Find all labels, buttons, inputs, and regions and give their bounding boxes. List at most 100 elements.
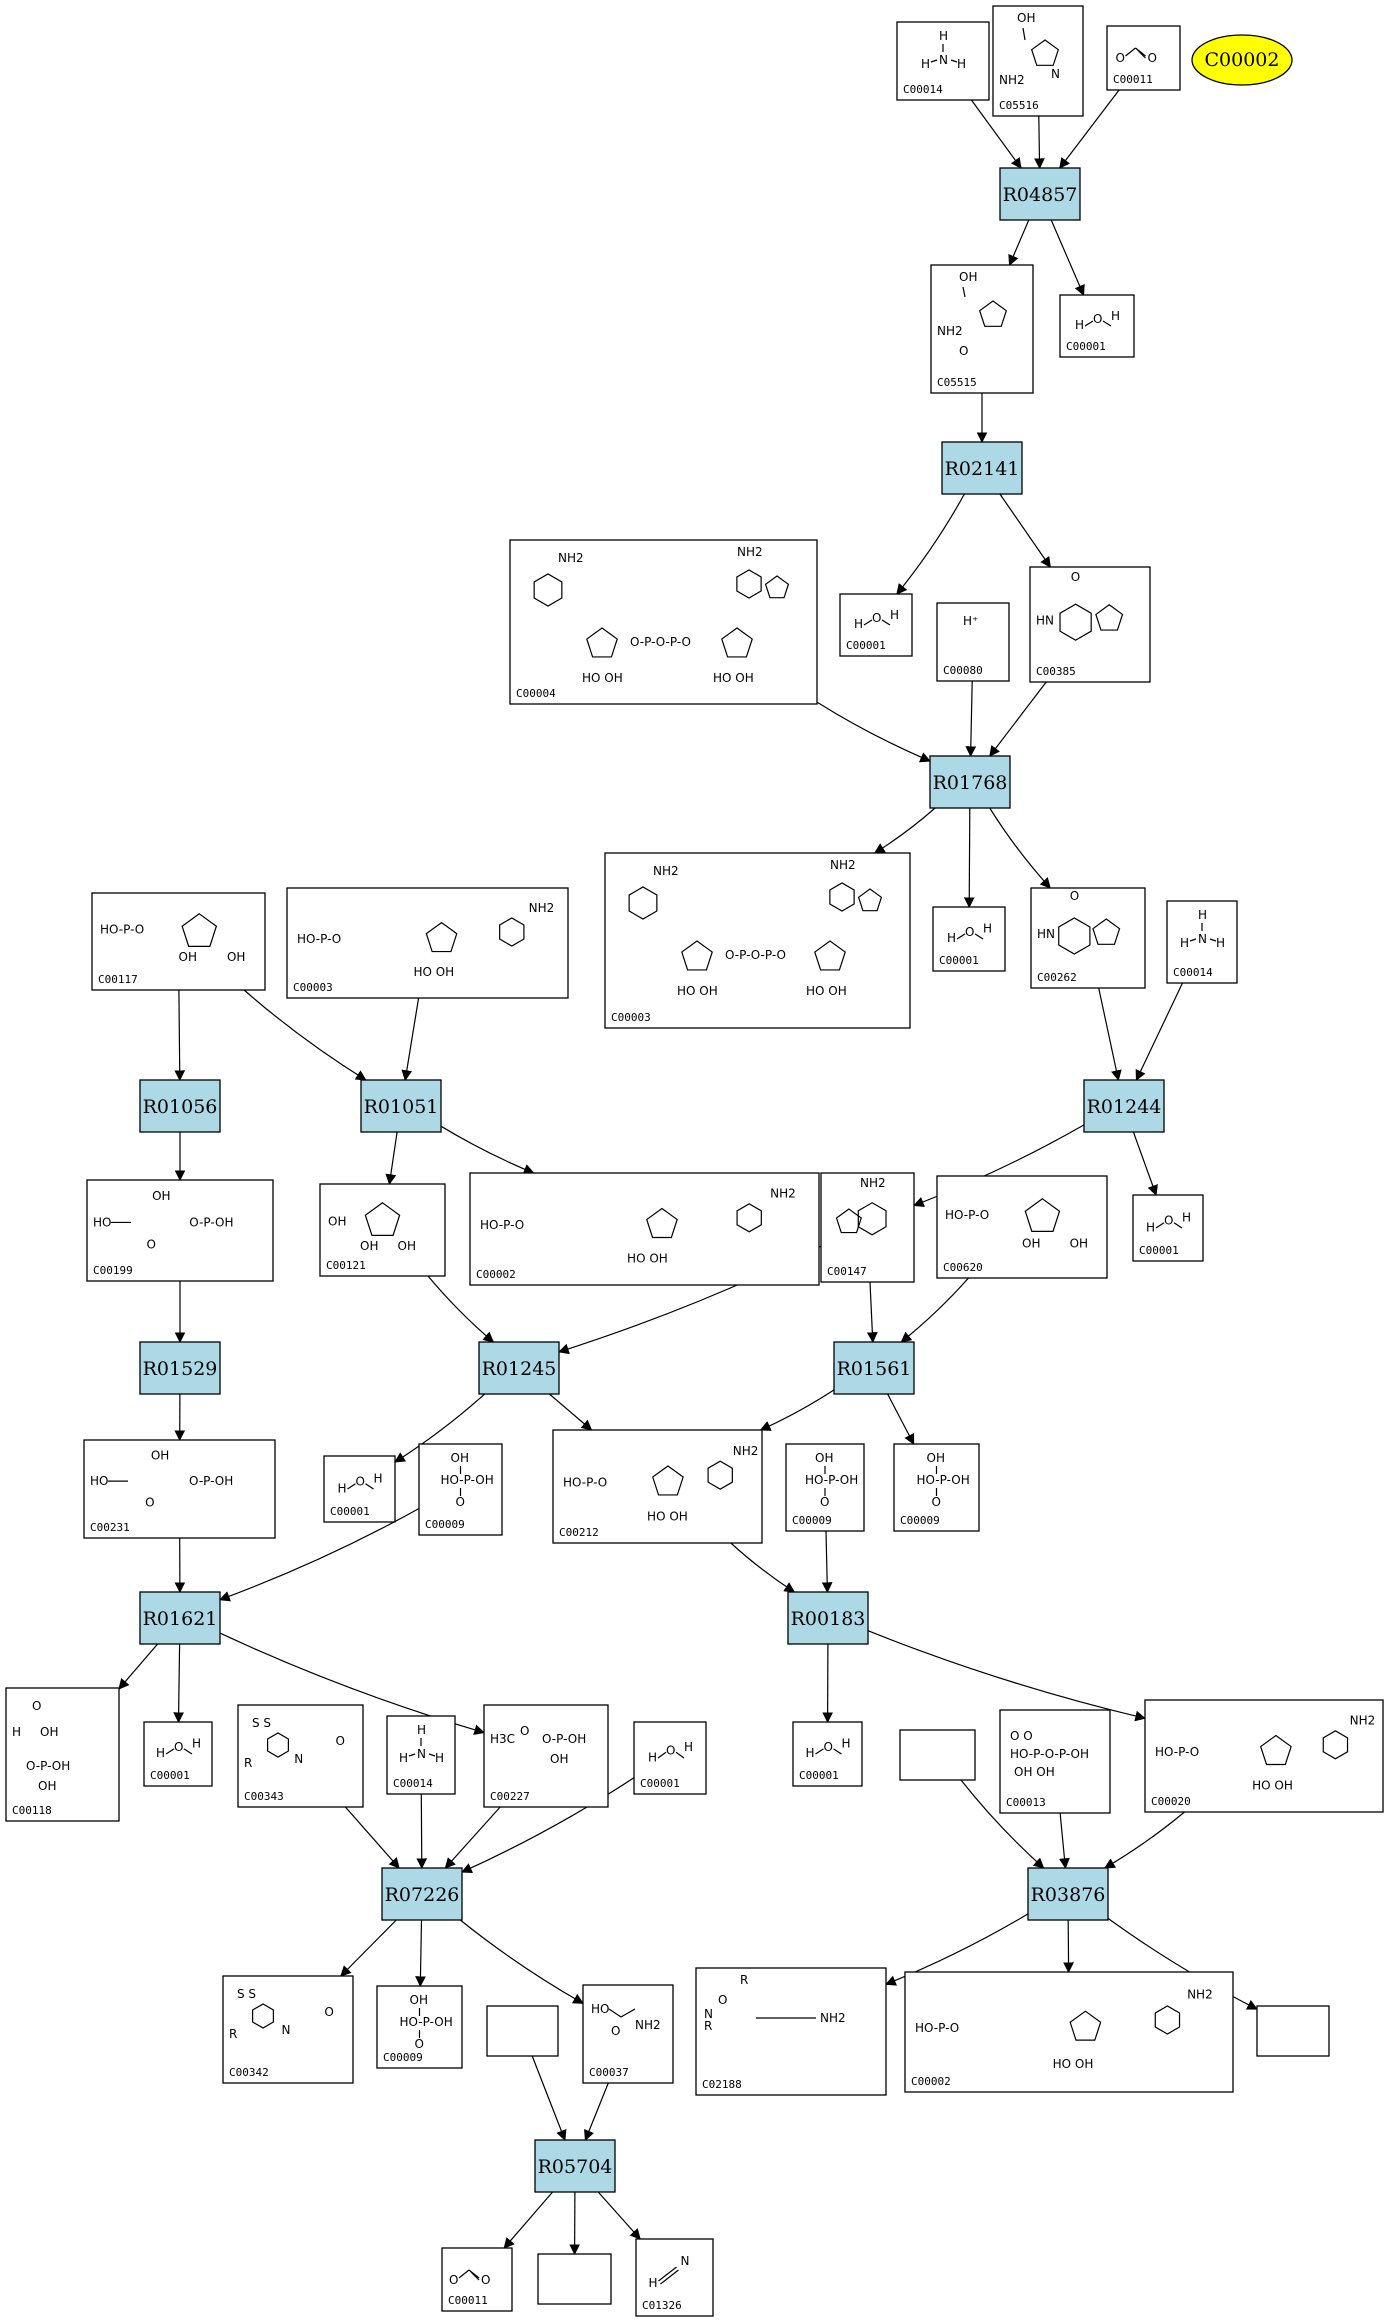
reaction-node-R01244[interactable]: R01244 [1083,1079,1165,1133]
reaction-node-R07226[interactable]: R07226 [381,1867,463,1921]
reaction-label: R01244 [1087,1096,1162,1118]
compound-label: C00001 [330,1505,370,1518]
atom-label: HO-P-OH [441,1473,494,1487]
edge-R01245-c25 [549,1393,593,1431]
reaction-node-R01051[interactable]: R01051 [360,1079,442,1133]
atom-label: NH2 [737,545,763,559]
reaction-node-R05704[interactable]: R05704 [534,2139,616,2193]
atom-label: OH [815,1451,833,1465]
compound-node-c40[interactable] [486,2005,559,2057]
compound-node-c35[interactable] [899,1729,976,1781]
atom-label: NH2 [653,864,679,878]
atom-label: N [417,1747,426,1761]
atom-label: OH [227,950,245,964]
compound-box [323,1455,396,1523]
reaction-node-R03876[interactable]: R03876 [1027,1867,1109,1921]
reaction-node-R01245[interactable]: R01245 [478,1341,560,1395]
edge-R00183-c37 [867,1630,1147,1722]
compound-node-c46[interactable] [537,2253,612,2305]
reaction-node-R01561[interactable]: R01561 [833,1341,915,1395]
atom-label: H [192,1737,201,1751]
atom-label: H [156,1746,165,1760]
reaction-node-R04857[interactable]: R04857 [999,167,1081,221]
atom-label: N [681,2254,690,2268]
compound-label: C00014 [903,83,943,96]
reaction-box [478,1341,560,1395]
edge-R04857-c5 [1050,219,1085,296]
atom-label: NH2 [937,324,963,338]
atom-label: O [872,611,881,625]
atom-label: H [890,608,899,622]
reaction-node-R02141[interactable]: R02141 [941,441,1023,495]
reaction-label: R01529 [143,1358,218,1380]
reaction-node-R01621[interactable]: R01621 [139,1591,221,1645]
reaction-node-R01056[interactable]: R01056 [139,1079,221,1133]
reaction-box [534,2139,616,2193]
reaction-node-R01768[interactable]: R01768 [929,755,1011,809]
compound-box [930,264,1034,394]
reaction-node-R00183[interactable]: R00183 [787,1591,869,1645]
atom-label: O [324,2005,333,2019]
highlight-compound-legend[interactable]: C00002 [1191,34,1293,86]
reaction-box [1027,1867,1109,1921]
atom-label: O [147,1238,156,1252]
atom-label: O [1093,312,1102,326]
atom-label: O [718,1993,727,2007]
reaction-node-R01529[interactable]: R01529 [139,1341,221,1395]
compound-box [932,906,1006,972]
compound-label: C00001 [846,639,886,652]
legend-ellipse [1191,34,1293,86]
reaction-label: R01245 [482,1358,557,1380]
edge-R01621-c29 [173,1643,185,1724]
compound-node-c8[interactable]: H⁺C00080 [936,602,1010,682]
compound-label: C00001 [640,1777,680,1790]
compound-node-c44[interactable] [1256,2005,1330,2057]
